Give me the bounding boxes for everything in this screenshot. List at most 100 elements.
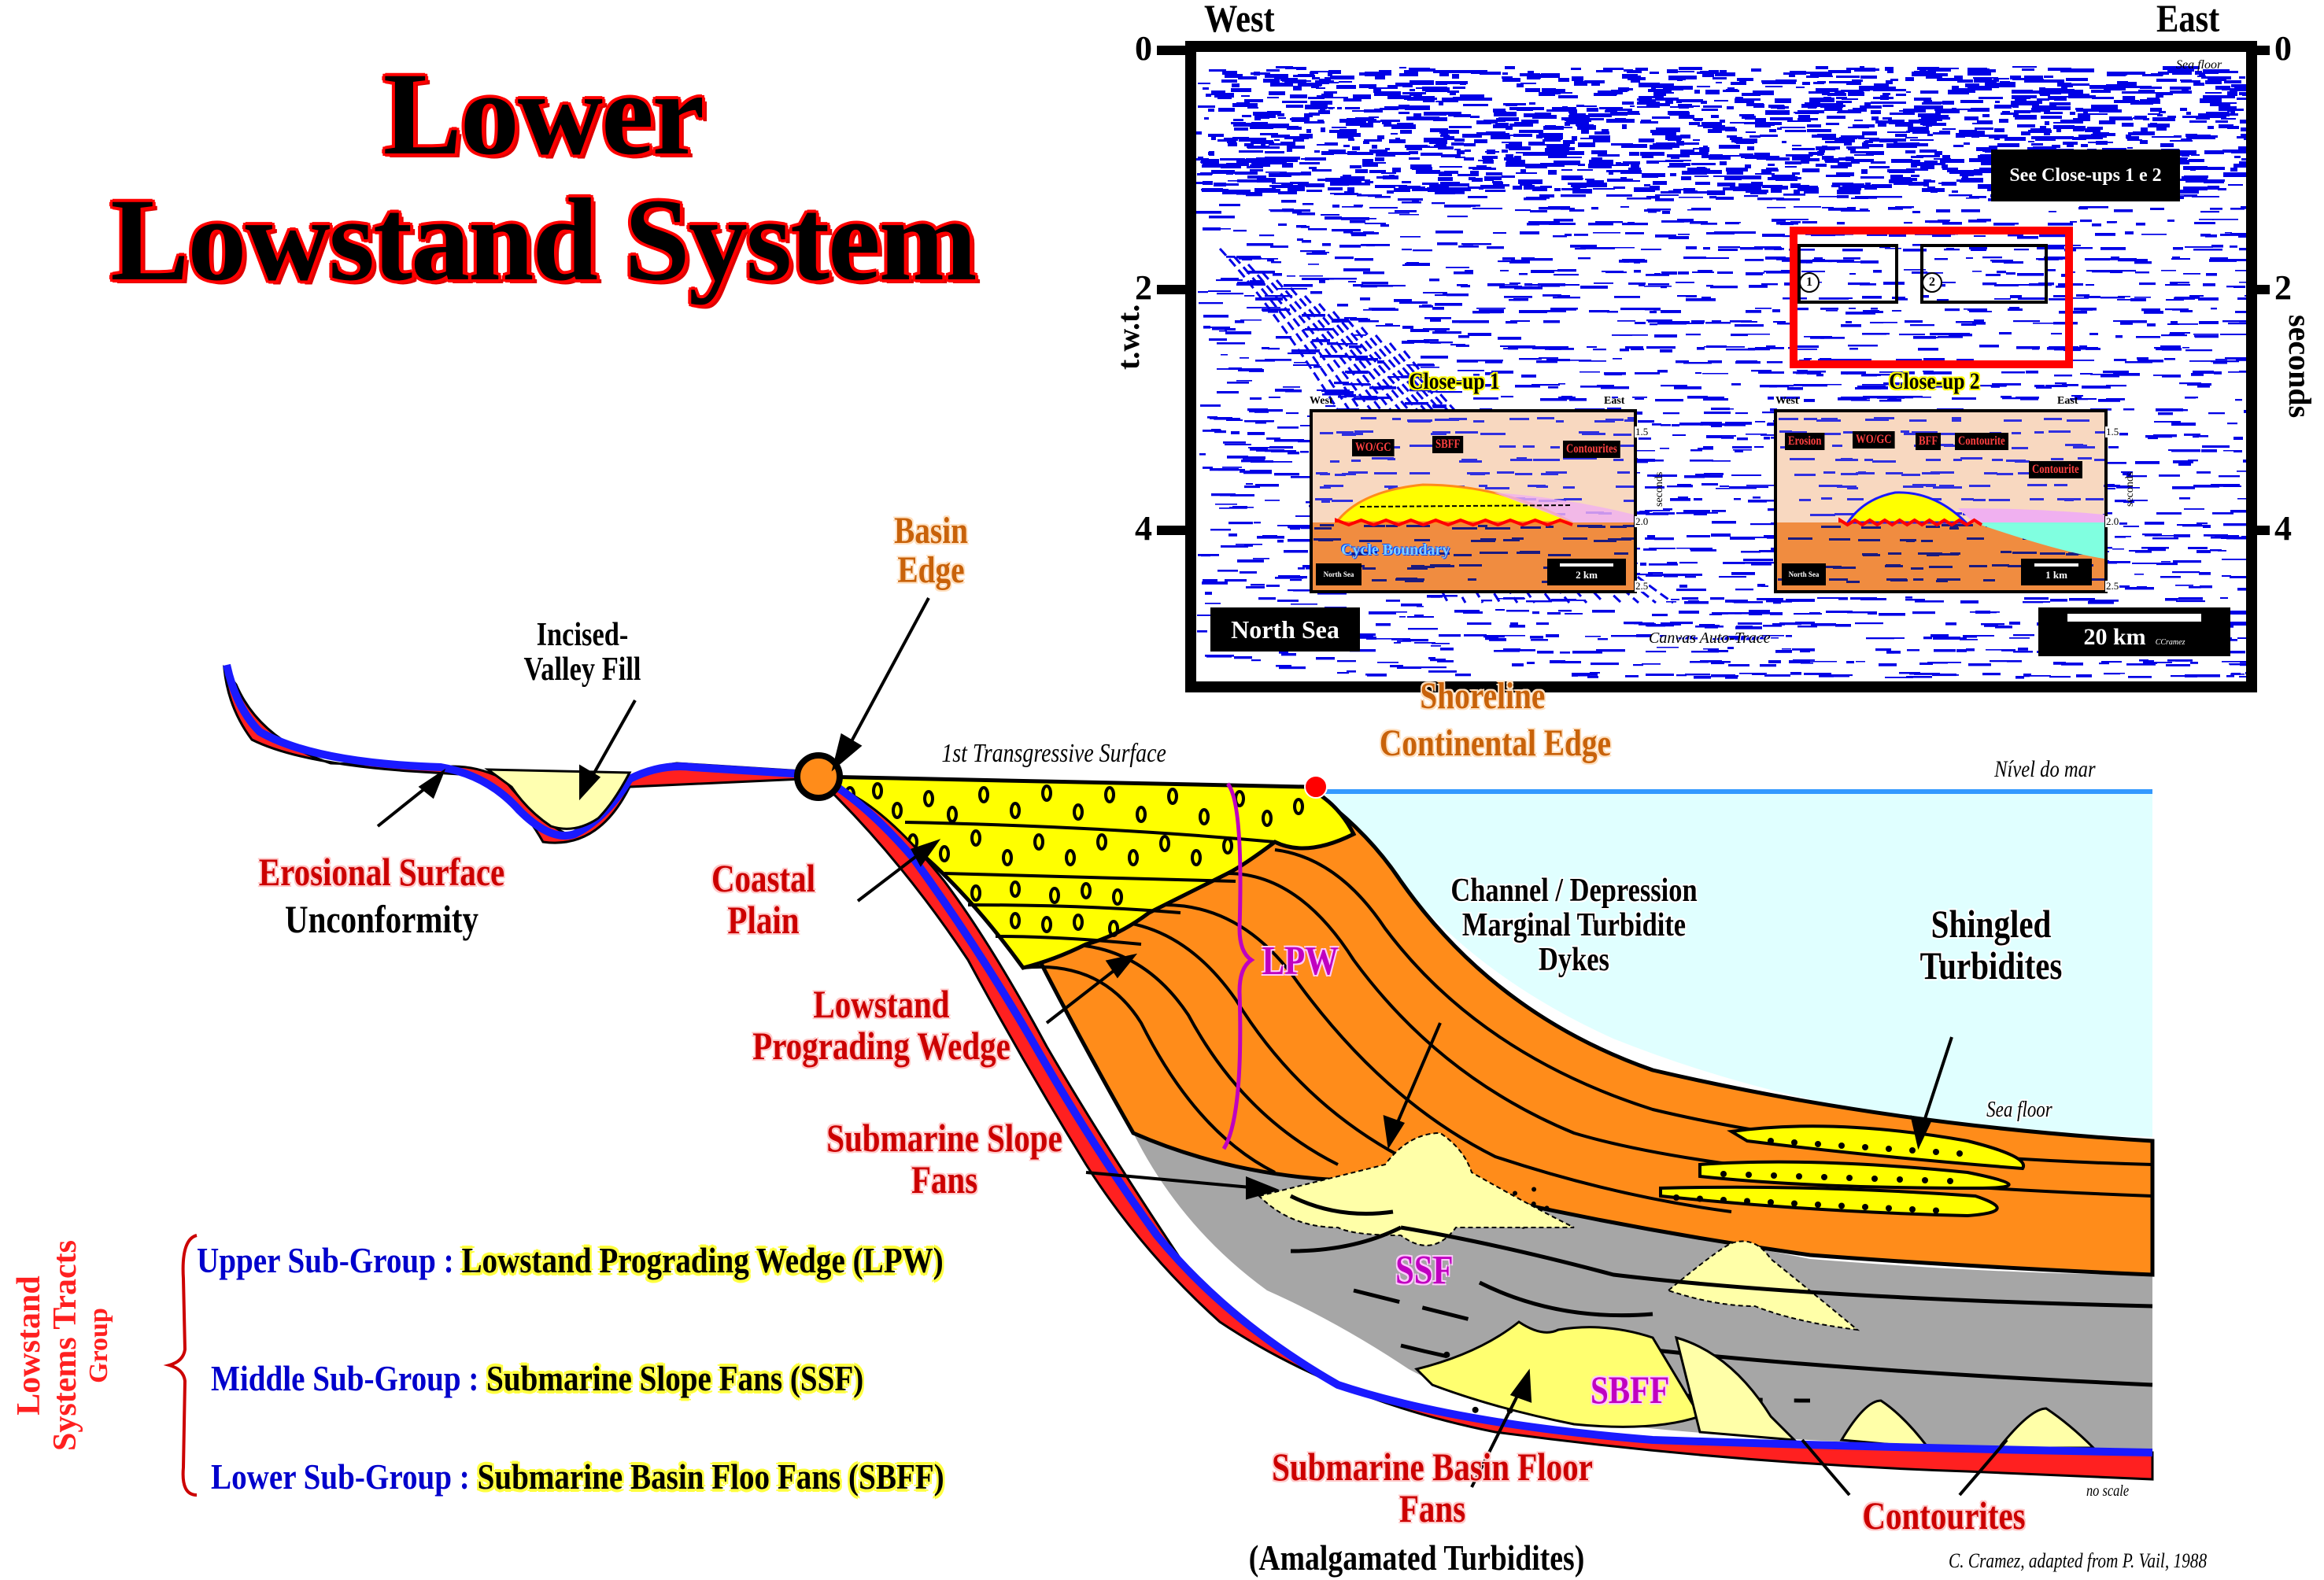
closeup-2-callout-erosion: Erosion [1785,433,1825,450]
closeup-2-north-sea: North Sea [1782,563,1826,585]
lowstand-prograding-wedge-label: Lowstand Prograding Wedge [752,982,1011,1068]
closeup-2-tick-3: 2.5 [2105,580,2120,592]
closeup-2-callout-bff: BFF [1916,433,1942,450]
legend-upper-value: Lowstand Prograding Wedge (LPW) [461,1240,944,1280]
closeup-2-title: Close-up 2 [1889,368,1980,394]
continental-edge-label: Continental Edge [1379,722,1612,764]
shingled-turbidites-label: Shingled Turbidites [1919,902,2063,988]
closeup-1: Close-up 1 West East WO/GC SBFF Contouri… [1299,368,1668,603]
title-line-2: Lowstand System [110,175,977,305]
closeup-2-callout-contourite-1: Contourite [1955,433,2008,450]
legend-middle-value: Submarine Slope Fans (SSF) [486,1358,864,1398]
closeup-2-tick-2: 2.0 [2105,515,2120,527]
closeup-2-east: East [2057,395,2078,407]
left-tick-label-4: 4 [1135,509,1152,548]
coastal-plain-label: Coastal Plain [711,856,816,942]
closeup-2-tick-1: 1.5 [2105,426,2120,437]
shoreline-label: Shoreline [1420,675,1546,717]
right-axis-tick-0 [2248,46,2270,55]
seismic-scale-bar: 20 km CCramez [2038,607,2230,656]
seismic-west-label: West [1204,0,1275,40]
closeup-1-scale: 2 km [1547,559,1626,585]
basin-edge-marker [794,752,843,801]
seismic-sea-floor-label: Sea floor [2176,58,2222,72]
closeup-2-west: West [1775,395,1799,407]
incised-valley-fill [484,768,632,830]
legend-group-title-3: Group [84,1308,113,1383]
contourite-drift-1 [1674,1335,1797,1442]
left-axis-tick-4 [1157,526,1185,535]
seismic-scale-text: 20 km [2083,624,2146,650]
channel-turbidite-label: Channel / Depression Marginal Turbidite … [1450,873,1698,979]
basin-floor-fan-sbff [1414,1320,1702,1428]
left-tick-label-2: 2 [1135,268,1152,307]
right-tick-label-0: 0 [2274,29,2292,68]
closeup-1-callout-contourites: Contourites [1563,441,1620,458]
basin-edge-label: Basin Edge [893,510,969,592]
legend-upper-label: Upper Sub-Group : [197,1240,454,1280]
legend-middle-label: Middle Sub-Group : [211,1358,479,1398]
lpw-tag: LPW [1262,939,1339,984]
annotation-arrows [376,597,2008,1497]
seismic-east-label: East [2156,0,2220,40]
legend-lower-value: Submarine Basin Floo Fans (SBFF) [477,1456,944,1497]
right-axis-tick-2 [2248,285,2270,294]
first-ts-text: 1st Transgressive Surface [941,739,1166,768]
closeup-2-scale-text: 1 km [2045,568,2067,581]
left-axis-tick-2 [1157,285,1185,294]
closeup-2-frame: Erosion WO/GC BFF Contourite Contourite … [1774,409,2108,593]
closeup-2: Close-up 2 West East Erosion WO/GC BFF C… [1763,368,2141,603]
sea-level-label: Nível do mar [1994,756,2096,782]
legend-group-title-2: Systems Tracts [47,1240,83,1451]
amalgamated-turbidites-label: (Amalgamated Turbidites) [1248,1538,1585,1578]
right-tick-label-4: 4 [2274,509,2292,548]
closeup-1-callout-wogc: WO/GC [1352,439,1395,456]
shale-bedding-lines [1289,1194,2153,1403]
contourite-drift-2 [1839,1399,1931,1449]
legend-row-lower: Lower Sub-Group : Submarine Basin Floo F… [211,1456,944,1497]
closeup-2-scale: 1 km [2021,559,2092,585]
seismic-trace-credit: Canvas Auto-Trace [1649,629,1771,647]
closeup-location-box [1790,227,2073,368]
closeup-1-tick-1: 1.5 [1635,426,1650,437]
seismic-credit: CCramez [2155,638,2185,647]
credit-label: C. Cramez, adapted from P. Vail, 1988 [1949,1549,2208,1572]
unconformity-surface [223,663,2153,1456]
legend-row-middle: Middle Sub-Group : Submarine Slope Fans … [211,1357,863,1399]
contourites-label: Contourites [1862,1493,2026,1538]
closeup-1-north-sea: North Sea [1316,563,1362,585]
title-line-1: Lower [382,49,705,179]
erosional-surface-label: Erosional Surface [258,850,505,894]
left-tick-label-0: 0 [1135,29,1152,68]
legend-row-upper: Upper Sub-Group : Lowstand Prograding We… [197,1239,944,1281]
seismic-panel: West East Sea floor 0 2 4 t.w.t. 0 2 4 s… [1110,0,2324,692]
slope-fan-body-2 [1666,1240,1860,1331]
closeup-2-callout-contourite-2: Contourite [2029,461,2082,478]
first-transgressive-surface-label: 1st Transgressive Surface [941,740,1166,768]
closeup-1-west: West [1310,395,1333,407]
closeup-1-marker: 1 [1799,272,1820,293]
slope-fan-body [1258,1131,1575,1246]
closeup-1-callout-sbff: SBFF [1432,436,1464,453]
shoreline-marker [1304,775,1328,799]
closeup-1-tick-3: 2.5 [1635,580,1650,592]
closeup-1-east: East [1604,395,1625,407]
closeup-1-scale-text: 2 km [1576,568,1598,581]
closeup-1-location [1797,244,1898,304]
sea-floor-label: Sea floor [1986,1098,2052,1122]
contourite-drift-3 [1996,1407,2097,1449]
submarine-basin-floor-fans-label: Submarine Basin Floor Fans [1272,1445,1593,1530]
closeup-2-callout-wogc: WO/GC [1853,431,1895,449]
right-tick-label-2: 2 [2274,268,2292,307]
sea-water [1322,792,2152,1137]
closeup-1-tick-2: 2.0 [1635,515,1650,527]
sbff-tag: SBFF [1591,1368,1670,1412]
ssf-tag: SSF [1395,1248,1454,1293]
legend-brace [163,1234,198,1497]
closeup-1-frame: WO/GC SBFF Contourites Cycle Boundary No… [1310,409,1637,593]
right-axis-tick-4 [2248,526,2270,535]
legend-group-title-1: Lowstand [11,1275,47,1416]
closeup-1-cycle-boundary: Cycle Boundary [1341,541,1450,559]
submarine-slope-fans-label: Submarine Slope Fans [826,1116,1062,1202]
